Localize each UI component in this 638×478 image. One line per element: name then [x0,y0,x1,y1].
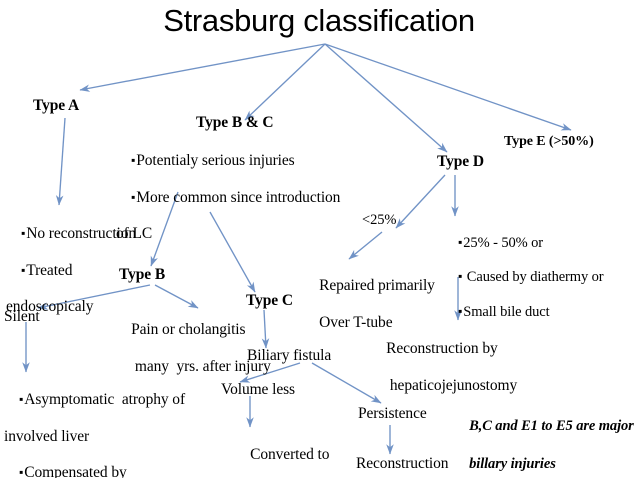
converted-line-1: Converted to [250,446,330,464]
silent-bullet-2: Compensated by [19,464,127,478]
note-line-1: B,C and E1 to E5 are major [469,417,634,434]
node-type-bc-details: Potentialy serious injuries More common … [116,134,356,280]
pain-line-1: Pain or cholangitis [131,321,246,339]
node-biliary-fistula: Biliary fistula [247,347,332,364]
node-type-a: Type A [33,97,80,114]
silent-bullet-1-cont: involved liver [4,427,90,445]
note-line-2: billary injuries [469,455,556,472]
node-type-d: Type D [437,153,484,170]
note-major-biliary-injuries: B,C and E1 to E5 are major billary injur… [455,398,635,478]
node-type-bc: Type B & C [196,114,274,131]
node-silent-details: Asymptomatic atrophy of involved liver C… [4,373,204,478]
node-persistence: Persistence [358,405,427,422]
arrow-type-a-to-detail [55,117,66,206]
type-d-bullet-3: Small bile duct [458,304,550,320]
node-volume-less: Volume less [221,381,295,398]
type-bc-bullet-2-cont: of LC [116,225,153,243]
type-a-bullet-1: No reconstruction [21,225,136,242]
pain-line-2: many yrs. after injury [131,357,271,375]
node-converted-silent-type-b: Converted to silent Type B [235,428,365,478]
repaired-line-1: Repaired primarily [319,277,435,295]
node-type-d-details: 25% - 50% or Caused by diathermy or Smal… [444,218,634,338]
repaired-line-2: Over T-tube [319,313,393,331]
node-type-b: Type B [119,266,166,283]
node-type-a-details: No reconstruction Treated endoscopicaly [6,207,176,353]
arrow-title-to-type-a [79,43,326,92]
node-type-e: Type E (>50%) [504,134,594,149]
silent-bullet-1: Asymptomatic atrophy of [19,391,185,408]
type-d-bullet-1: 25% - 50% or [458,235,543,251]
arrow-title-to-type-bc [244,43,326,121]
arrow-title-to-type-e [324,43,572,131]
node-less-than-25: <25% [362,212,397,228]
node-repaired-primarily: Repaired primarily Over T-tube [304,259,464,350]
node-silent: Silent [4,308,40,325]
node-pain-cholangitis: Pain or cholangitis many yrs. after inju… [116,303,326,394]
node-reconstruction: Reconstruction [356,455,449,472]
page-title: Strasburg classification [163,3,475,38]
type-a-bullet-2-cont: endoscopicaly [6,298,94,316]
hepatico-line-1: Reconstruction by [386,340,498,358]
hepatico-line-2: hepaticojejunostomy [386,376,518,394]
type-bc-bullet-1: Potentialy serious injuries [131,152,295,169]
arrow-type-d-to-less25 [395,174,446,229]
node-reconstruction-hepaticojejunostomy: Reconstruction by hepaticojejunostomy [371,322,551,413]
type-d-bullet-2: Caused by diathermy or [458,269,604,285]
node-type-c: Type C [246,292,293,309]
type-a-bullet-2: Treated [21,262,72,279]
type-bc-bullet-2: More common since introduction [131,189,340,206]
